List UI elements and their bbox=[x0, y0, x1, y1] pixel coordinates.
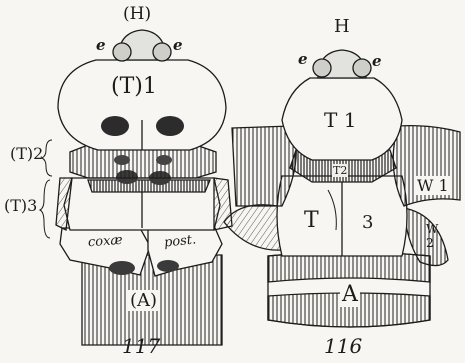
fig117-abdomen-label: (A) bbox=[128, 290, 159, 311]
fig116-abdomen-label: A bbox=[340, 282, 360, 307]
fig116-t1-label: T 1 bbox=[324, 108, 356, 132]
fig116-eye-left-label: e bbox=[298, 50, 308, 68]
fig116-t3-left-label: T bbox=[304, 208, 319, 233]
fig117-coxa-left-label: coxæ bbox=[88, 233, 124, 250]
fig117-number: 117 bbox=[122, 334, 160, 358]
fig117-t3-label: (T)3 bbox=[4, 196, 37, 215]
fig116-head-label: H bbox=[334, 16, 350, 37]
fig116-wing-2-label: W 2 bbox=[426, 222, 440, 250]
fig117-head-label: (H) bbox=[123, 4, 151, 24]
fig116-wing-1 bbox=[232, 126, 296, 206]
fig116-number: 116 bbox=[324, 334, 362, 358]
fig117-eye-left-label: e bbox=[96, 36, 106, 54]
fig116-t3-right-label: 3 bbox=[362, 212, 373, 233]
fig117-t2-label: (T)2 bbox=[10, 144, 43, 163]
fig117-t1-label: (T)1 bbox=[111, 74, 157, 99]
fig116-wing-1-label: W 1 bbox=[416, 176, 450, 195]
fig116-eye-right-label: e bbox=[372, 52, 382, 70]
fig117-eye-right-label: e bbox=[173, 36, 183, 54]
fig116-t2-label: T2 bbox=[332, 164, 348, 177]
